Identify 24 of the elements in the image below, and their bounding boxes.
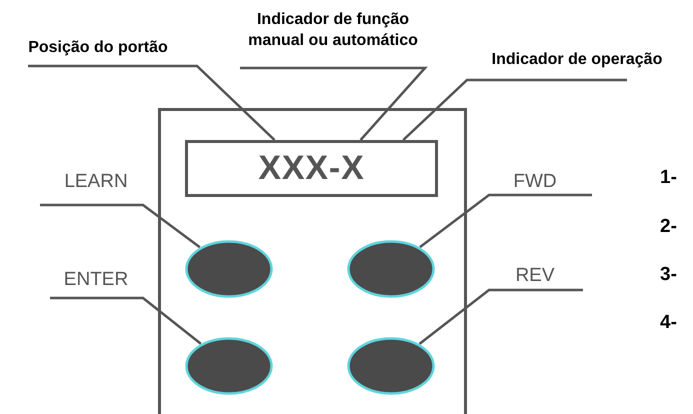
leader-line — [402, 78, 627, 141]
leader-line — [50, 296, 202, 345]
callout-label: REV — [502, 262, 568, 288]
leader-line — [419, 194, 592, 248]
button-key — [185, 240, 273, 298]
callout-label: Posição do portão — [6, 36, 190, 60]
leader-line — [418, 288, 583, 345]
leader-line — [28, 64, 276, 141]
callout-label: FWD — [500, 168, 570, 194]
list-number: 1- — [660, 166, 677, 190]
display-screen: XXX-X — [185, 140, 438, 197]
callout-label: Indicador de função manual ou automático — [228, 10, 438, 60]
control-panel — [158, 108, 467, 414]
button-key — [347, 240, 435, 298]
callout-label: LEARN — [46, 168, 146, 194]
leader-line — [40, 204, 201, 248]
list-number: 3- — [660, 263, 677, 287]
list-number: 2- — [660, 215, 677, 239]
leader-line — [240, 66, 428, 141]
callout-label: Indicador de operação — [462, 48, 692, 72]
button-key — [347, 337, 435, 395]
callout-label: ENTER — [46, 266, 146, 292]
list-number: 4- — [660, 311, 677, 335]
button-key — [185, 337, 273, 395]
